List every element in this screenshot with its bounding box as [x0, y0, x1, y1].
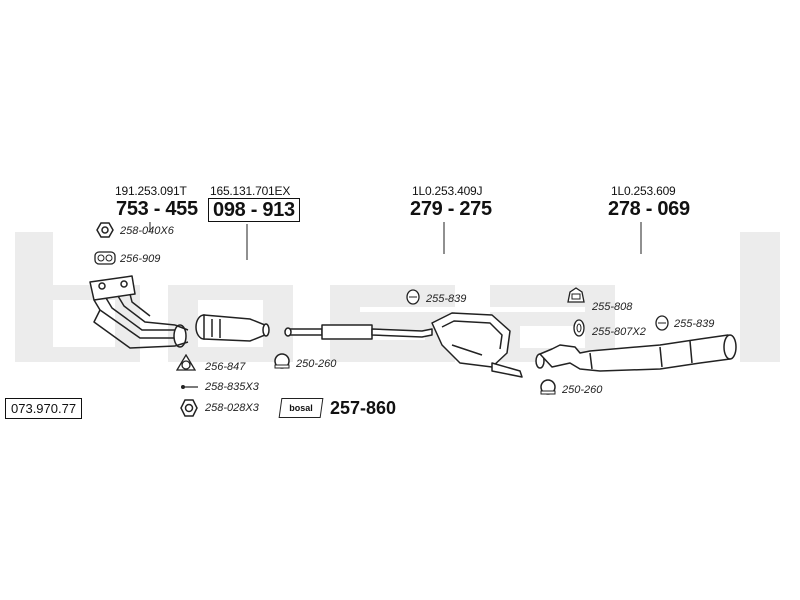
- rear-silencer-drawing: [535, 334, 737, 372]
- accessory-label[interactable]: 258-835X3: [205, 381, 259, 393]
- clamp-icon: [540, 379, 556, 395]
- accessory-label[interactable]: 255-839: [674, 318, 715, 330]
- rubber-mount-icon: [655, 315, 669, 331]
- oe-number: 1L0.253.409J: [412, 184, 483, 198]
- mounting-kit-part-number[interactable]: 257-860: [330, 398, 397, 418]
- gasket-ring-icon: [176, 354, 196, 371]
- accessory-label[interactable]: 255-839: [426, 293, 467, 305]
- nut-icon: [180, 399, 198, 417]
- oe-number: 165.131.701EX: [210, 184, 291, 198]
- reference-number: 073.970.77: [5, 398, 83, 419]
- hanger-icon: [567, 287, 585, 303]
- bolt-icon: [181, 385, 198, 389]
- rubber-mount-icon: [406, 289, 420, 305]
- accessory-label[interactable]: 255-808: [592, 301, 633, 313]
- catalytic-converter-drawing: [195, 314, 270, 342]
- accessory-label[interactable]: 255-807X2: [592, 326, 646, 338]
- accessory-label[interactable]: 258-028X3: [205, 402, 259, 414]
- middle-silencer-drawing: [284, 312, 523, 378]
- accessory-label[interactable]: 250-260: [562, 384, 603, 396]
- kit-logo-text: bosal: [289, 403, 313, 413]
- oe-number: 191.253.091T: [115, 184, 187, 198]
- gasket-icon: [94, 251, 116, 265]
- clamp-icon: [274, 353, 290, 369]
- rubber-ring-icon: [573, 319, 585, 337]
- part-number[interactable]: 753 - 455: [116, 198, 198, 220]
- accessory-label[interactable]: 250-260: [296, 358, 337, 370]
- bosal-kit-logo: bosal: [278, 398, 324, 418]
- nut-icon: [96, 222, 114, 238]
- accessory-label[interactable]: 256-909: [120, 253, 161, 265]
- accessory-label[interactable]: 256-847: [205, 361, 246, 373]
- oe-number: 1L0.253.609: [611, 184, 676, 198]
- part-number[interactable]: 278 - 069: [608, 198, 690, 220]
- front-pipe-drawing: [89, 275, 189, 349]
- part-number[interactable]: 279 - 275: [410, 198, 492, 220]
- part-number-boxed[interactable]: 098 - 913: [208, 198, 300, 222]
- accessory-label[interactable]: 258-040X6: [120, 225, 174, 237]
